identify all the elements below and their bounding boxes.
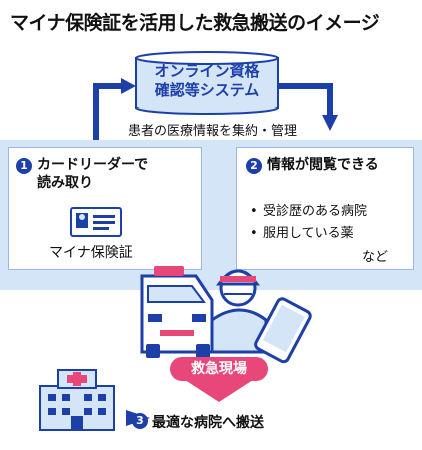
tablet-icon	[254, 297, 312, 364]
diagram-title: マイナ保険証を活用した救急搬送のイメージ	[10, 12, 380, 34]
step2-item-1: 受診歴のある病院	[263, 204, 368, 219]
hospital-icon	[39, 369, 115, 431]
bullet-dot: •	[250, 204, 258, 219]
emergency-scene-badge: 救急現場	[170, 357, 268, 381]
flow-label: 患者の医療情報を集約・管理	[127, 124, 297, 139]
step3-title: 最適な病院へ搬送	[152, 415, 264, 431]
flow-arrow-down	[278, 83, 338, 131]
system-label-line2: 確認等システム	[154, 81, 260, 99]
step1-number-badge: 1	[16, 158, 32, 174]
step2-number-badge: 2	[246, 158, 262, 174]
ambulance-icon	[140, 266, 214, 358]
bullet-dot: •	[250, 226, 258, 241]
my-number-card-icon	[70, 207, 122, 237]
step1-card-label: マイナ保険証	[49, 245, 133, 261]
system-database-icon	[135, 51, 279, 115]
step2-title: 情報が閲覧できる	[267, 157, 379, 173]
system-label-line1: オンライン資格	[154, 62, 260, 80]
step2-item-2: 服用している薬	[263, 226, 354, 241]
step1-title-line1: カードリーダーで	[37, 157, 149, 173]
step3-number-badge: 3	[132, 413, 148, 429]
paramedic-icon	[210, 269, 268, 354]
step1-title-line2: 読み取り	[37, 175, 93, 191]
step2-suffix: など	[362, 250, 389, 265]
flow-arrow-up	[93, 78, 136, 149]
step2-card	[236, 147, 414, 270]
system-label: オンライン資格 確認等システム	[136, 62, 278, 100]
